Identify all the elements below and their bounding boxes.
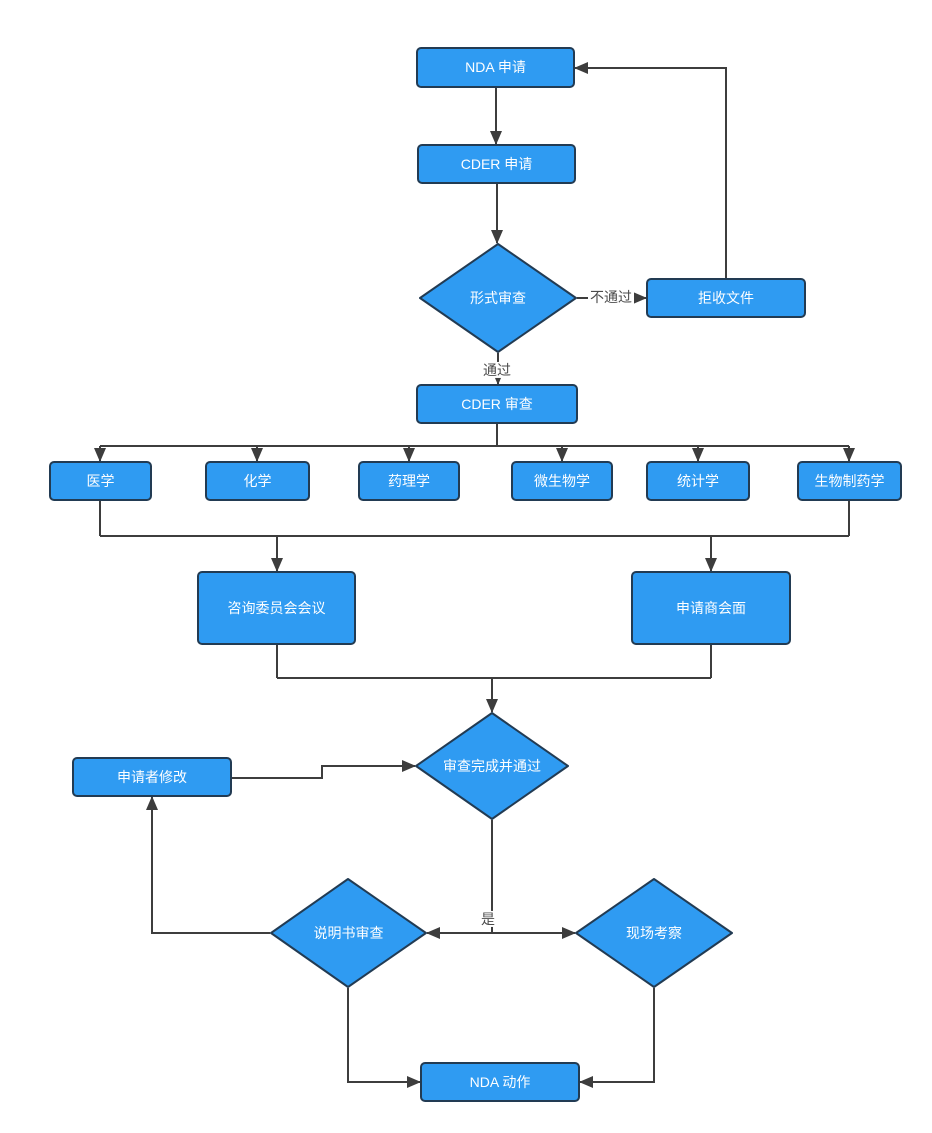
node-label-cder-application: CDER 申请: [460, 155, 533, 172]
node-label-biopharmaceutics: 生物制药学: [814, 472, 885, 489]
node-review-complete-passed[interactable]: 审查完成并通过: [415, 712, 569, 820]
node-applicant-modification[interactable]: 申请者修改: [72, 757, 232, 797]
edge-label-pass: 通过: [481, 361, 513, 379]
node-label-reject-documents: 拒收文件: [698, 289, 754, 306]
node-label-label-review: 说明书审查: [313, 924, 384, 941]
diamond-shape: [270, 878, 427, 988]
diamond-shape: [415, 712, 569, 820]
edge-label-review-to-applicant-modification: [146, 796, 270, 934]
node-biopharmaceutics[interactable]: 生物制药学: [797, 461, 902, 501]
node-cder-application[interactable]: CDER 申请: [417, 144, 576, 184]
node-statistics[interactable]: 统计学: [646, 461, 750, 501]
node-pharmacology[interactable]: 药理学: [358, 461, 460, 501]
node-label-microbiology: 微生物学: [534, 472, 590, 489]
node-label-formal-review: 形式审查: [470, 289, 526, 306]
node-label-applicant-modification: 申请者修改: [117, 768, 187, 785]
node-site-inspection[interactable]: 现场考察: [575, 878, 733, 988]
node-label-pharmacology: 药理学: [388, 472, 430, 489]
node-reject-documents[interactable]: 拒收文件: [646, 278, 806, 318]
node-label-advisory-committee-meeting: 咨询委员会会议: [227, 599, 326, 616]
node-nda-application[interactable]: NDA 申请: [416, 47, 575, 88]
edge-label-review-to-nda-action: [347, 988, 421, 1088]
node-label-chemistry: 化学: [243, 472, 272, 489]
edge-site-inspection-to-nda-action: [579, 988, 655, 1088]
diamond-shape: [419, 243, 577, 353]
node-medicine[interactable]: 医学: [49, 461, 152, 501]
node-formal-review[interactable]: 形式审查: [419, 243, 577, 353]
node-label-applicant-meeting: 申请商会面: [676, 599, 746, 616]
node-label-cder-review: CDER 审查: [461, 395, 533, 412]
node-label-site-inspection: 现场考察: [626, 924, 682, 941]
edge-label-yes: 是: [479, 910, 497, 928]
edge-applicant-modification-to-review-complete: [232, 760, 416, 779]
node-cder-review[interactable]: CDER 审查: [416, 384, 578, 424]
node-label-nda-application: NDA 申请: [465, 59, 526, 76]
node-label-nda-action: NDA 动作: [469, 1073, 531, 1090]
edge-reject-documents-to-nda-application: [574, 62, 727, 278]
node-microbiology[interactable]: 微生物学: [511, 461, 613, 501]
node-chemistry[interactable]: 化学: [205, 461, 310, 501]
diamond-shape: [575, 878, 733, 988]
node-label-statistics: 统计学: [677, 472, 719, 489]
node-nda-action[interactable]: NDA 动作: [420, 1062, 580, 1102]
node-label-review[interactable]: 说明书审查: [270, 878, 427, 988]
node-label-review-complete-passed: 审查完成并通过: [443, 757, 541, 774]
edge-label-fail: 不通过: [588, 288, 634, 306]
node-advisory-committee-meeting[interactable]: 咨询委员会会议: [197, 571, 356, 645]
node-label-medicine: 医学: [86, 472, 115, 489]
node-applicant-meeting[interactable]: 申请商会面: [631, 571, 791, 645]
